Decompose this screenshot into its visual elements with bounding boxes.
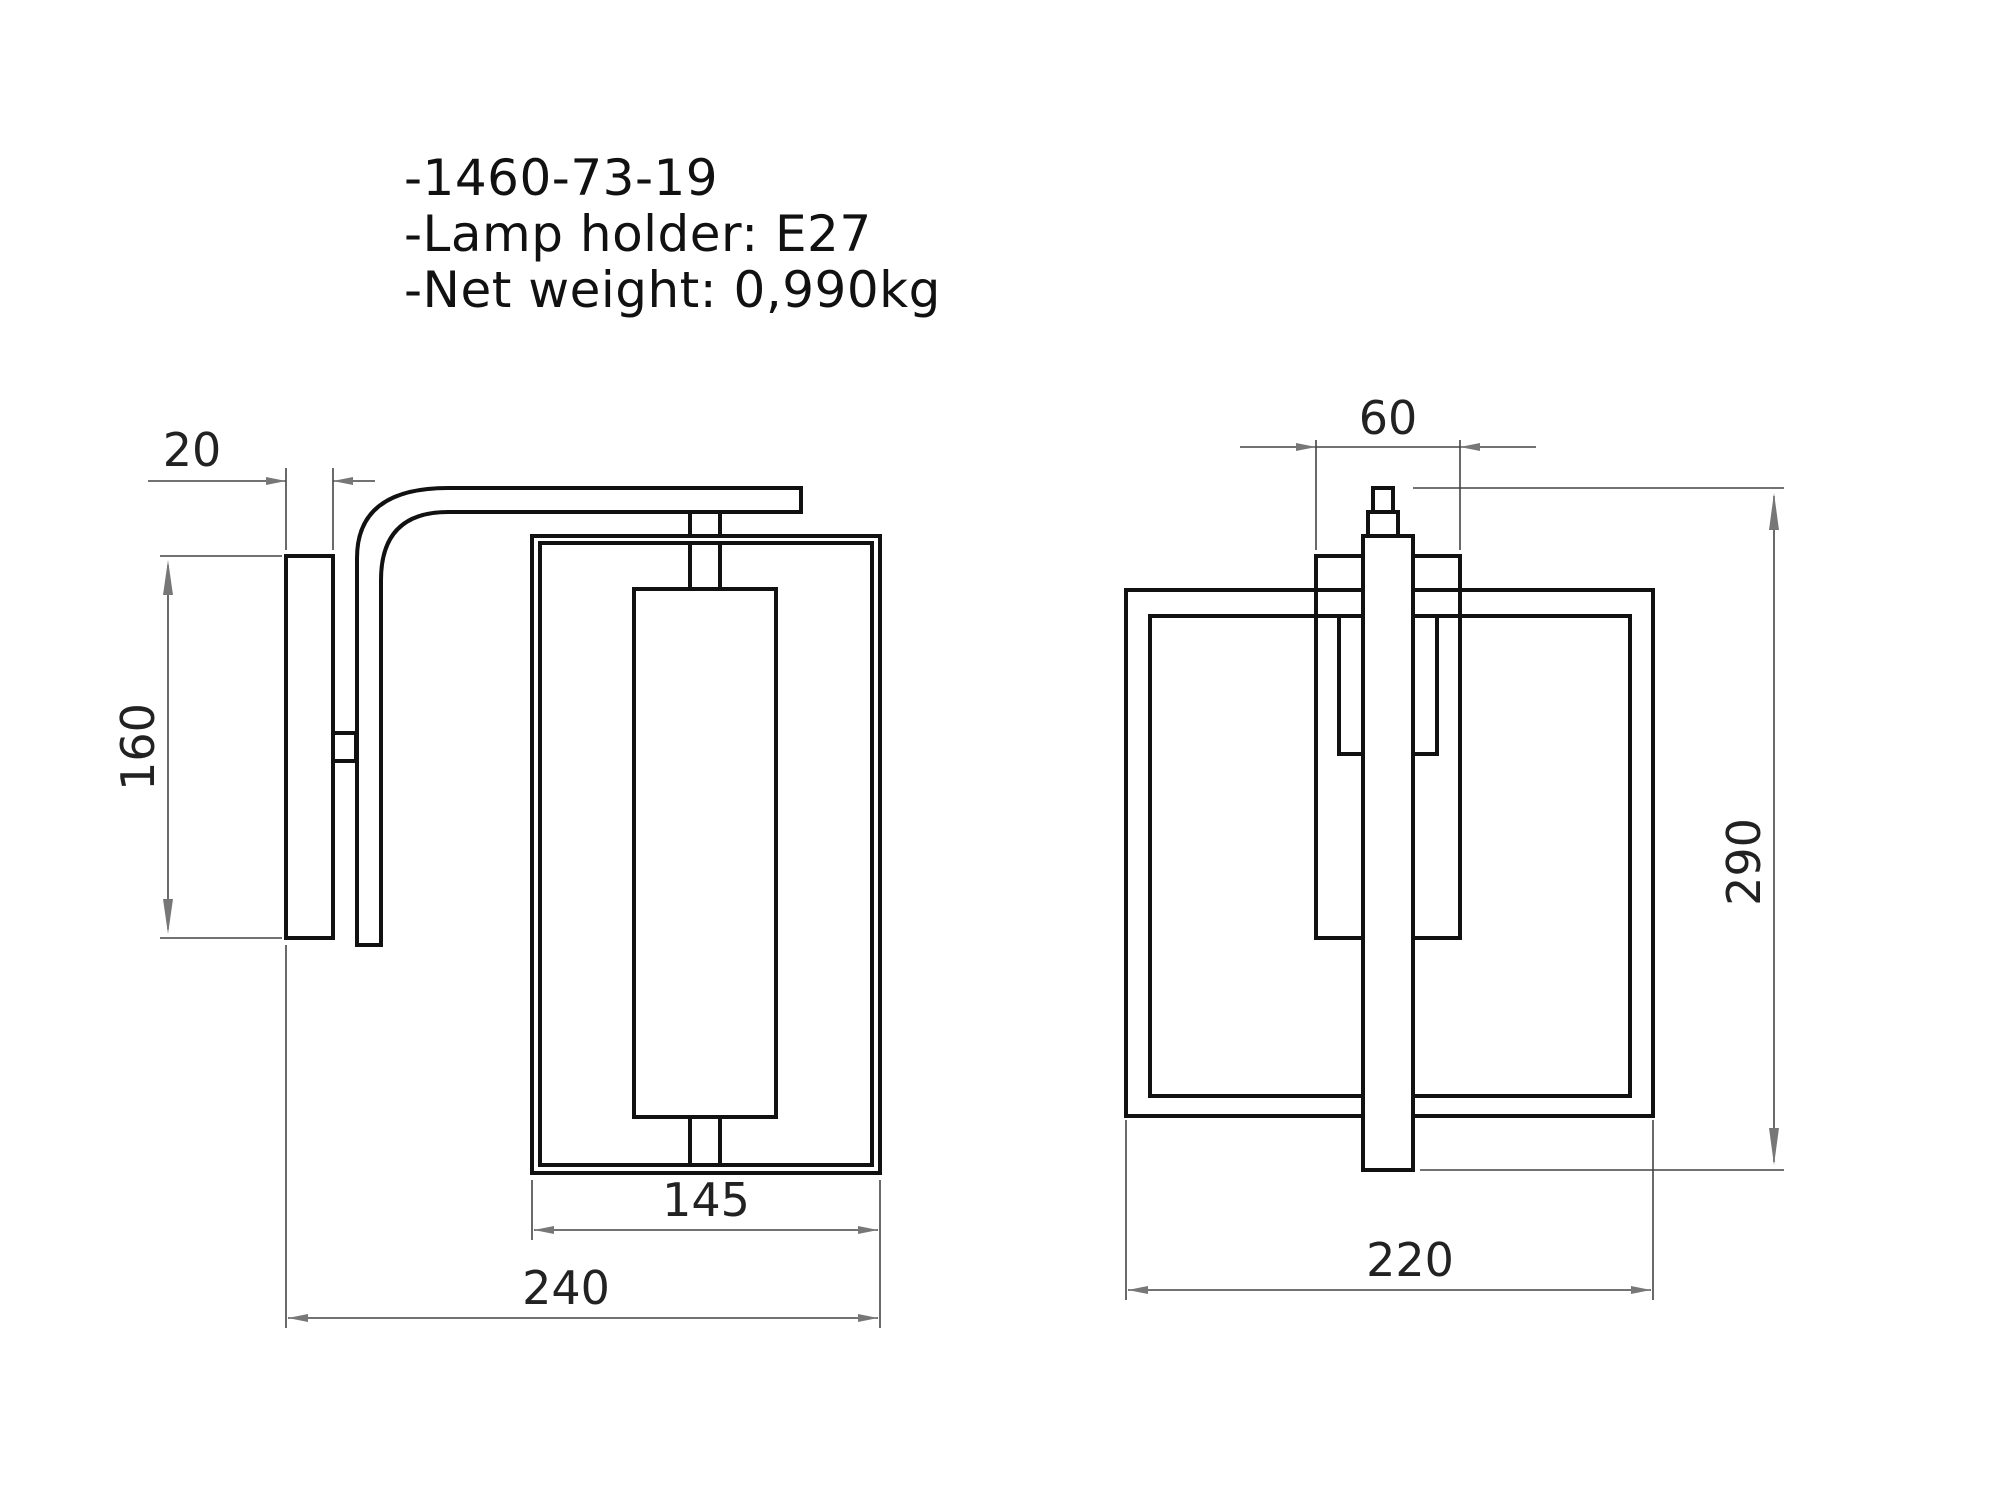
arm-bracket [355, 486, 803, 947]
wall-plate-side [284, 554, 335, 940]
bracket-post [688, 510, 722, 538]
dim-plate-height: 160 [111, 703, 165, 791]
dim-plate-width: 60 [1359, 391, 1418, 445]
shade-outer-side [530, 534, 882, 1175]
shade-inner-side [538, 541, 874, 1167]
lamp-holder-label: -Lamp holder: E27 [404, 205, 872, 263]
arm-top-nub [1371, 486, 1395, 514]
dim-plate-depth: 20 [163, 423, 222, 477]
arm-front [1361, 534, 1415, 1172]
plate-connector [331, 731, 358, 763]
dim-shade-width: 145 [662, 1173, 750, 1227]
dimension-arrow [163, 560, 173, 595]
dim-height: 290 [1717, 818, 1771, 906]
front-view: 60 290 220 [1124, 391, 1784, 1300]
lamp-tube-side [632, 587, 778, 1119]
dim-total-depth: 240 [522, 1261, 610, 1315]
net-weight-label: -Net weight: 0,990kg [404, 261, 941, 319]
dim-width: 220 [1366, 1233, 1454, 1287]
socket-bottom-side [688, 1115, 722, 1167]
product-code: -1460-73-19 [404, 149, 719, 207]
side-view: 20 160 145 240 [111, 423, 882, 1328]
dimension-arrow [163, 899, 173, 934]
dimension-arrow [1769, 1128, 1779, 1165]
socket-top-side [688, 541, 722, 591]
dimension-arrow [1769, 493, 1779, 530]
arm-top-cap [1366, 510, 1400, 538]
spec-block: -1460-73-19 -Lamp holder: E27 -Net weigh… [404, 150, 941, 318]
